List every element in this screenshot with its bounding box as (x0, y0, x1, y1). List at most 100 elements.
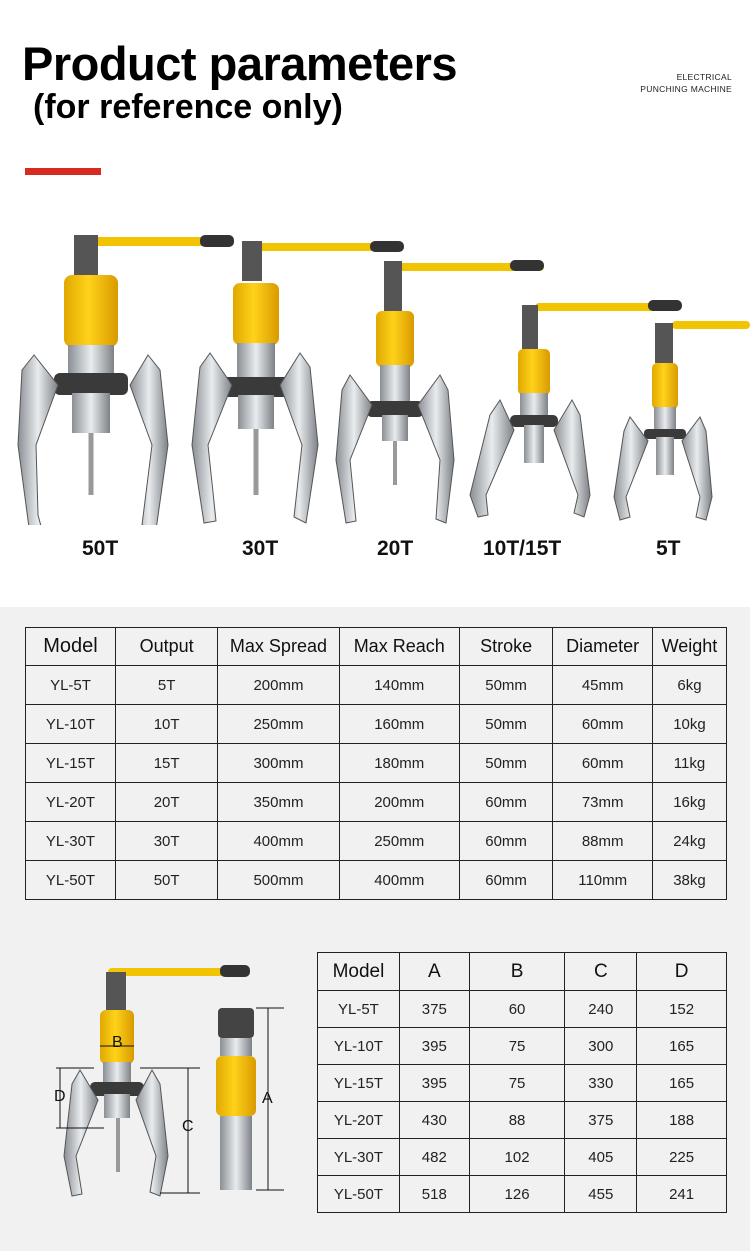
table-cell: 11kg (651, 743, 728, 783)
table-cell: 73mm (552, 782, 653, 822)
dimension-label-a: A (262, 1090, 273, 1107)
dimension-table-header-row: Model A B C D (317, 952, 727, 991)
table-cell: YL-20T (317, 1101, 400, 1139)
product-label-20t: 20T (377, 537, 414, 560)
page-subtitle: (for reference only) (33, 88, 343, 126)
table-cell: 88mm (552, 821, 653, 861)
dim-header-b: B (468, 952, 566, 991)
dimension-diagram-illustration (56, 965, 284, 1197)
table-cell: 6kg (651, 665, 728, 705)
table-cell: YL-30T (317, 1138, 400, 1176)
brand-line-2: PUNCHING MACHINE (640, 84, 732, 94)
table-cell: YL-10T (25, 704, 116, 744)
table-cell: YL-20T (25, 782, 116, 822)
puller-20t (335, 260, 544, 524)
table-cell: 45mm (552, 665, 653, 705)
table-cell: 400mm (217, 821, 340, 861)
table-cell: 165 (636, 1064, 727, 1102)
dimension-diagram: B D C A (40, 960, 300, 1210)
red-accent-bar (25, 168, 101, 175)
table-cell: 241 (636, 1175, 727, 1213)
table-cell: 180mm (338, 743, 460, 783)
page-title: Product parameters (22, 37, 458, 90)
table-cell: 30T (114, 821, 219, 861)
spec-header-output: Output (114, 627, 219, 666)
table-cell: YL-10T (317, 1027, 400, 1065)
table-cell: 60mm (552, 743, 653, 783)
table-cell: 160mm (338, 704, 460, 744)
puller-5t (613, 321, 750, 521)
table-cell: 200mm (217, 665, 340, 705)
table-cell: 405 (564, 1138, 638, 1176)
product-lineup-illustration (17, 235, 750, 538)
table-cell: 250mm (217, 704, 340, 744)
table-cell: 395 (398, 1027, 470, 1065)
table-cell: 50mm (458, 704, 554, 744)
table-cell: 50mm (458, 665, 554, 705)
table-cell: 152 (636, 990, 727, 1028)
table-cell: 16kg (651, 782, 728, 822)
table-cell: 88 (468, 1101, 566, 1139)
table-cell: 300 (564, 1027, 638, 1065)
table-cell: 300mm (217, 743, 340, 783)
table-cell: 126 (468, 1175, 566, 1213)
dim-header-model: Model (317, 952, 400, 991)
dimension-label-d: D (54, 1088, 66, 1105)
table-cell: 330 (564, 1064, 638, 1102)
table-cell: 75 (468, 1027, 566, 1065)
table-cell: 60mm (458, 860, 554, 900)
product-label-10t-15t: 10T/15T (483, 537, 562, 560)
spec-header-diameter: Diameter (552, 627, 653, 666)
table-cell: YL-30T (25, 821, 116, 861)
table-row: YL-10T 10T 250mm 160mm 50mm 60mm 10kg (25, 704, 728, 744)
table-cell: 140mm (338, 665, 460, 705)
table-cell: 60mm (552, 704, 653, 744)
dimension-table: Model A B C D YL-5T 375 60 240 152 YL-10… (317, 952, 727, 1213)
table-cell: 38kg (651, 860, 728, 900)
spec-header-weight: Weight (651, 627, 728, 666)
table-cell: 60 (468, 990, 566, 1028)
table-row: YL-5T 375 60 240 152 (317, 990, 727, 1028)
table-cell: 482 (398, 1138, 470, 1176)
spec-header-max-reach: Max Reach (338, 627, 460, 666)
spec-header-model: Model (25, 627, 116, 666)
table-row: YL-30T 30T 400mm 250mm 60mm 88mm 24kg (25, 821, 728, 861)
table-cell: 165 (636, 1027, 727, 1065)
spec-table: Model Output Max Spread Max Reach Stroke… (25, 627, 728, 900)
product-lineup: 50T 30T 20T 10T/15T 5T (0, 225, 750, 605)
product-label-5t: 5T (656, 537, 681, 560)
table-row: YL-15T 15T 300mm 180mm 50mm 60mm 11kg (25, 743, 728, 783)
table-row: YL-5T 5T 200mm 140mm 50mm 45mm 6kg (25, 665, 728, 705)
table-cell: 500mm (217, 860, 340, 900)
table-cell: 60mm (458, 782, 554, 822)
table-cell: 50T (114, 860, 219, 900)
table-cell: 60mm (458, 821, 554, 861)
table-cell: YL-15T (25, 743, 116, 783)
table-cell: 50mm (458, 743, 554, 783)
table-cell: 375 (564, 1101, 638, 1139)
spec-header-max-spread: Max Spread (217, 627, 340, 666)
table-cell: 15T (114, 743, 219, 783)
brand-tag: ELECTRICAL PUNCHING MACHINE (640, 71, 732, 95)
table-cell: 75 (468, 1064, 566, 1102)
table-row: YL-20T 20T 350mm 200mm 60mm 73mm 16kg (25, 782, 728, 822)
table-cell: YL-5T (25, 665, 116, 705)
table-cell: 110mm (552, 860, 653, 900)
table-cell: YL-50T (317, 1175, 400, 1213)
table-cell: 225 (636, 1138, 727, 1176)
table-row: YL-15T 395 75 330 165 (317, 1064, 727, 1102)
table-cell: 200mm (338, 782, 460, 822)
table-cell: 10T (114, 704, 219, 744)
table-cell: 518 (398, 1175, 470, 1213)
table-cell: 395 (398, 1064, 470, 1102)
product-label-50t: 50T (82, 537, 119, 560)
table-cell: YL-50T (25, 860, 116, 900)
table-cell: 10kg (651, 704, 728, 744)
table-cell: YL-5T (317, 990, 400, 1028)
puller-30t (191, 241, 404, 524)
table-row: YL-30T 482 102 405 225 (317, 1138, 727, 1176)
table-cell: 375 (398, 990, 470, 1028)
table-cell: YL-15T (317, 1064, 400, 1102)
table-row: YL-20T 430 88 375 188 (317, 1101, 727, 1139)
dim-header-d: D (636, 952, 727, 991)
